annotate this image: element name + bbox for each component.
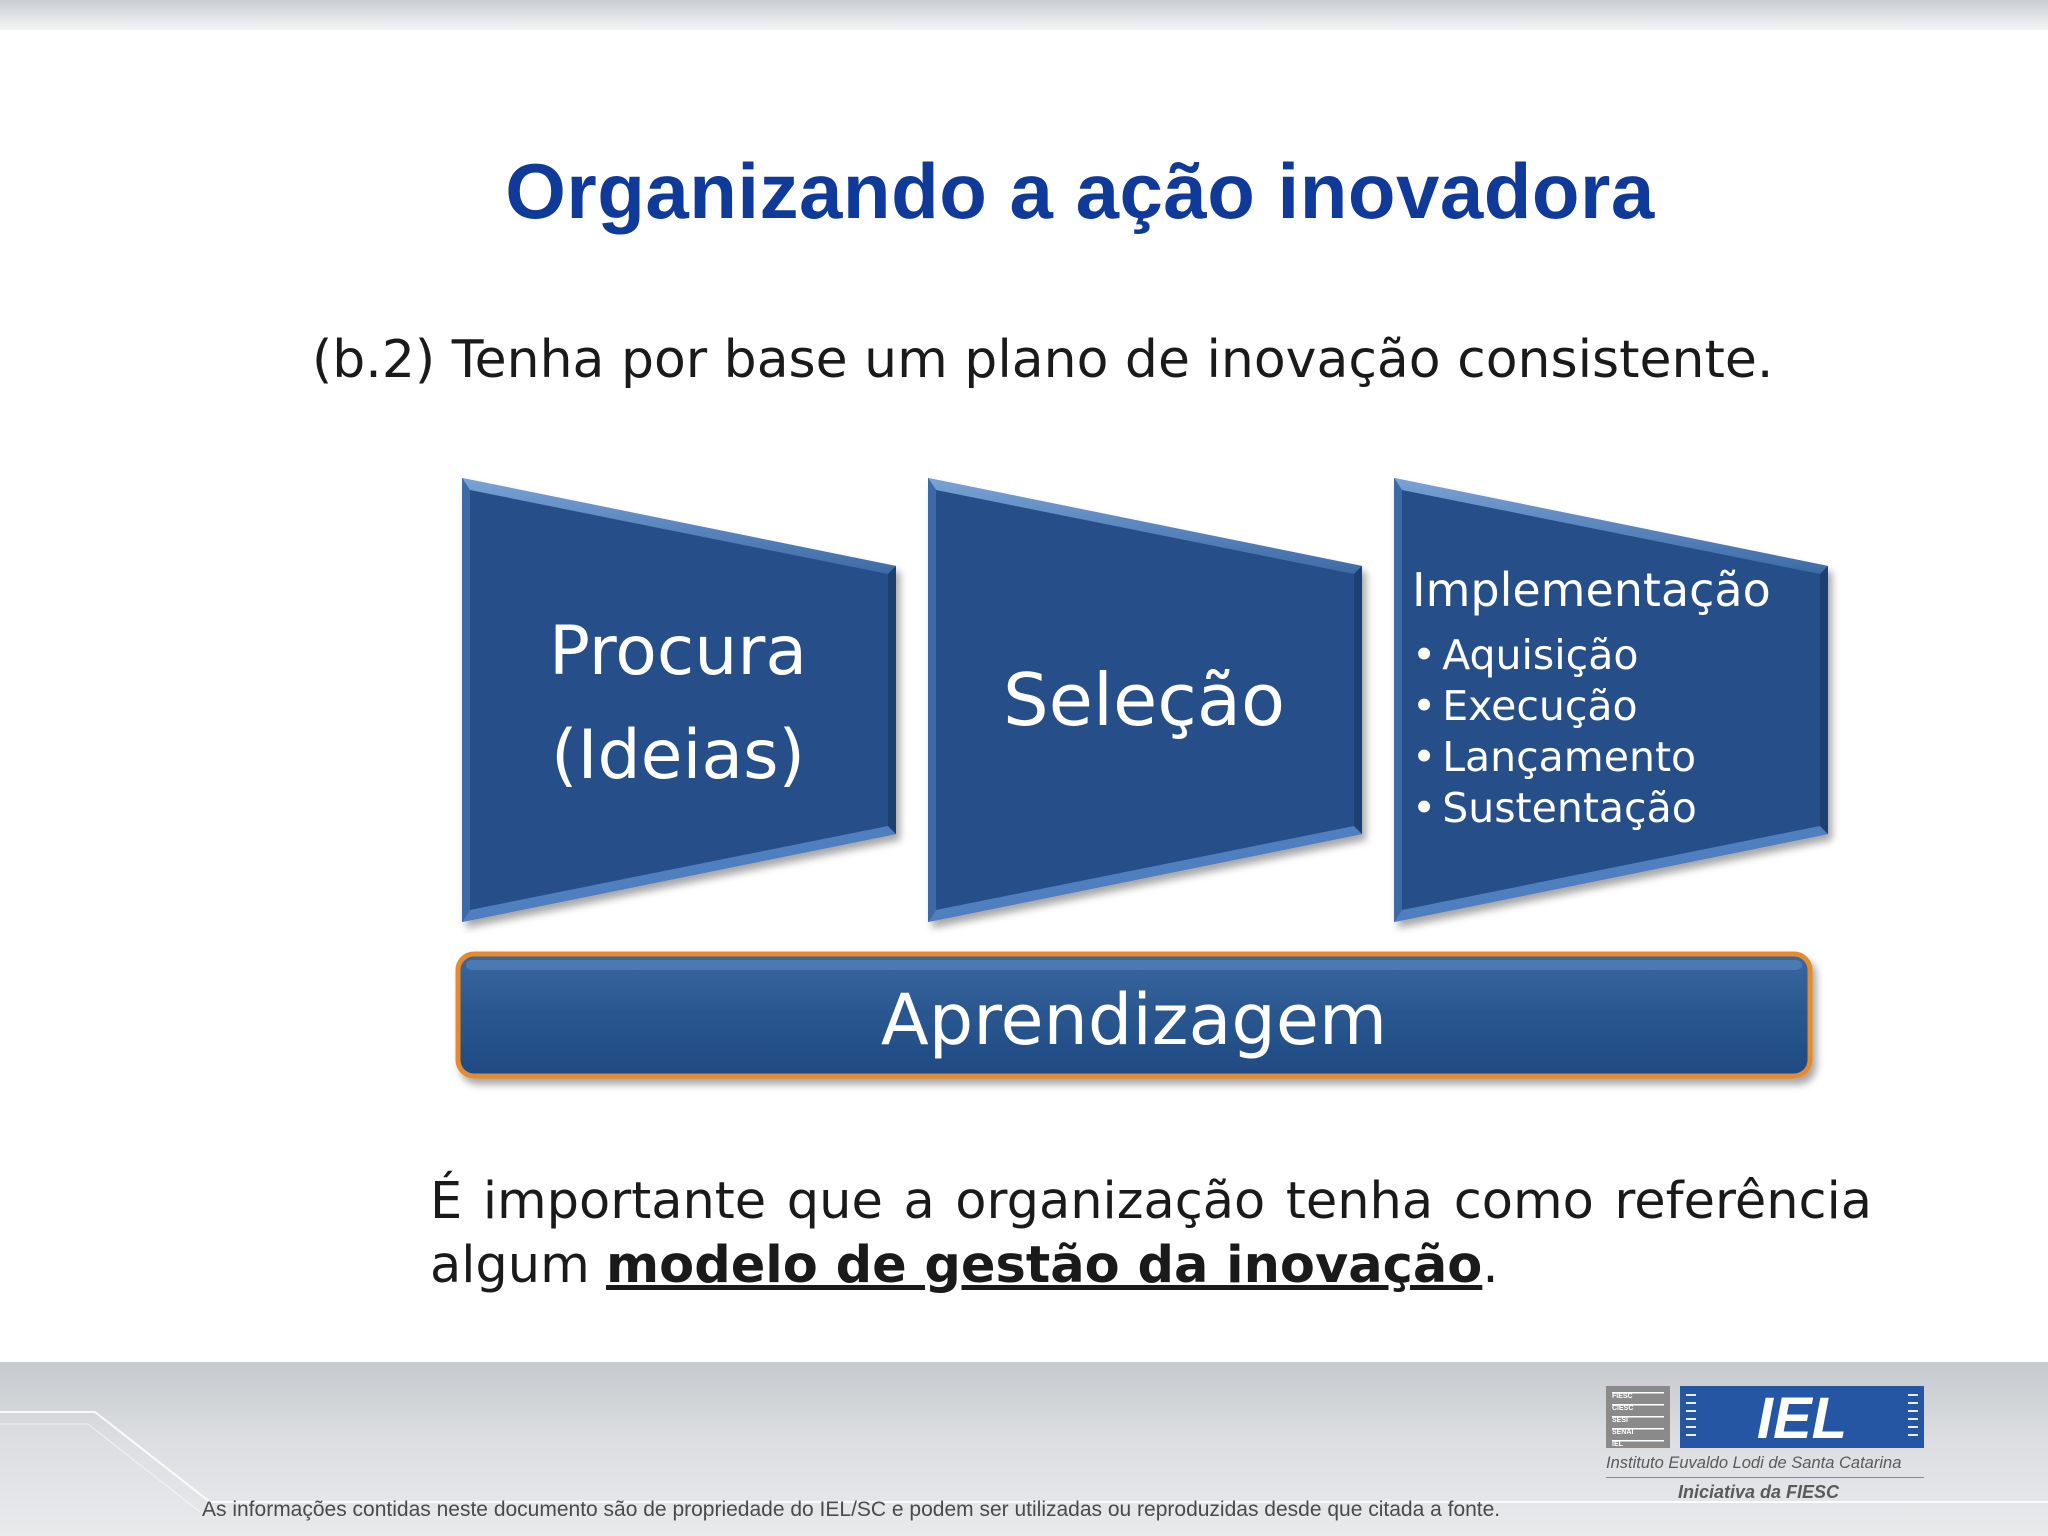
logo-caption: Instituto Euvaldo Lodi de Santa Catarina (1606, 1454, 1924, 1478)
logo-small-line: CIESC (1612, 1405, 1633, 1412)
slide-title: Organizando a ação inovadora (505, 147, 1655, 235)
note-emphasis: modelo de gestão da inovação (606, 1236, 1483, 1295)
footer: FIESC CIESC SESI SENAI IEL IEL Instituto… (0, 1362, 2048, 1536)
top-band (0, 0, 2048, 30)
stage-selecao-label: Seleção (1002, 658, 1286, 742)
stage-procura-shape (462, 478, 896, 922)
note-text: É importante que a organização tenha com… (430, 1172, 1872, 1295)
note-paragraph: É importante que a organização tenha com… (430, 1170, 1872, 1298)
slide-subtitle: (b.2) Tenha por base um plano de inovaçã… (312, 330, 1774, 390)
footer-disclaimer: As informações contidas neste documento … (202, 1498, 1501, 1521)
iel-logo-mark: FIESC CIESC SESI SENAI IEL IEL (1606, 1386, 1924, 1451)
note-end: . (1482, 1236, 1499, 1295)
list-item: Aquisição (1412, 630, 1812, 681)
list-item: Execução (1412, 681, 1812, 732)
stage-implementacao: Implementação Aquisição Execução Lançame… (1412, 560, 1812, 834)
logo-small-line: IEL (1612, 1441, 1624, 1448)
logo-small-line: FIESC (1612, 1393, 1633, 1400)
logo-small-line: SENAI (1612, 1429, 1633, 1436)
implementacao-list: Aquisição Execução Lançamento Sustentaçã… (1412, 630, 1812, 834)
stage-selecao-shape (928, 478, 1362, 922)
stage-implementacao-title: Implementação (1412, 563, 1771, 617)
stage-procura-line2: (Ideias) (550, 716, 806, 795)
list-item: Lançamento (1412, 732, 1812, 783)
logo-tagline: Iniciativa da FIESC (1678, 1482, 1840, 1502)
aprendizagem-bar (455, 951, 1813, 1079)
footer-decoration (0, 1411, 2048, 1513)
logo-small-line: SESI (1612, 1417, 1628, 1424)
stage-procura: Procura (Ideias) (462, 600, 894, 808)
aprendizagem-label: Aprendizagem (880, 979, 1388, 1061)
iel-logo: FIESC CIESC SESI SENAI IEL IEL (1606, 1382, 1924, 1454)
list-item: Sustentação (1412, 783, 1812, 834)
stage-procura-line1: Procura (549, 612, 807, 691)
logo-big-text: IEL (1757, 1386, 1847, 1450)
